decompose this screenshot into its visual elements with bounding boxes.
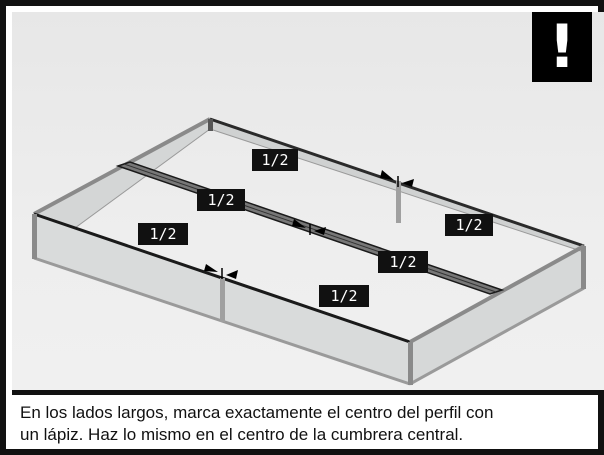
svg-text:1/2: 1/2 <box>149 225 176 243</box>
right-bottom-edge <box>409 286 585 386</box>
svg-text:1/2: 1/2 <box>330 287 357 305</box>
exclamation-icon: ! <box>548 12 576 82</box>
instruction-caption: En los lados largos, marca exactamente e… <box>20 402 596 446</box>
arrow-front-right <box>226 270 238 279</box>
frame-illustration: 1/2 1/2 1/2 1/2 1/2 1/2 <box>12 12 604 390</box>
arrow-ridge-left <box>292 219 306 228</box>
arrow-back-left <box>380 170 394 180</box>
svg-text:1/2: 1/2 <box>389 253 416 271</box>
corner-post-front-left <box>32 214 37 259</box>
caption-line-1: En los lados largos, marca exactamente e… <box>20 403 494 422</box>
caption-line-2: un lápiz. Haz lo mismo en el centro de l… <box>20 425 464 444</box>
warning-badge: ! <box>532 12 592 82</box>
half-label-front-left: 1/2 <box>138 223 188 245</box>
greenhouse-base-drawing: 1/2 1/2 1/2 1/2 1/2 1/2 <box>32 117 586 386</box>
corner-post-front-right <box>408 342 413 385</box>
half-label-center-left: 1/2 <box>197 189 245 211</box>
caption-divider <box>12 390 604 395</box>
corner-post-back-left <box>208 119 213 131</box>
svg-text:1/2: 1/2 <box>455 216 482 234</box>
half-label-right-side: 1/2 <box>445 214 493 236</box>
arrow-front-left <box>204 264 218 272</box>
corner-post-back-right <box>581 246 586 289</box>
mid-post-front <box>220 278 225 322</box>
mid-post-back <box>396 181 401 223</box>
arrow-ridge-right <box>314 227 326 235</box>
right-rail <box>409 244 585 344</box>
arrow-back-right <box>402 179 414 187</box>
half-label-back-right: 1/2 <box>252 149 298 171</box>
half-label-front-right: 1/2 <box>319 285 369 307</box>
half-label-center-right: 1/2 <box>378 251 428 273</box>
svg-text:1/2: 1/2 <box>261 151 288 169</box>
svg-text:1/2: 1/2 <box>207 191 234 209</box>
